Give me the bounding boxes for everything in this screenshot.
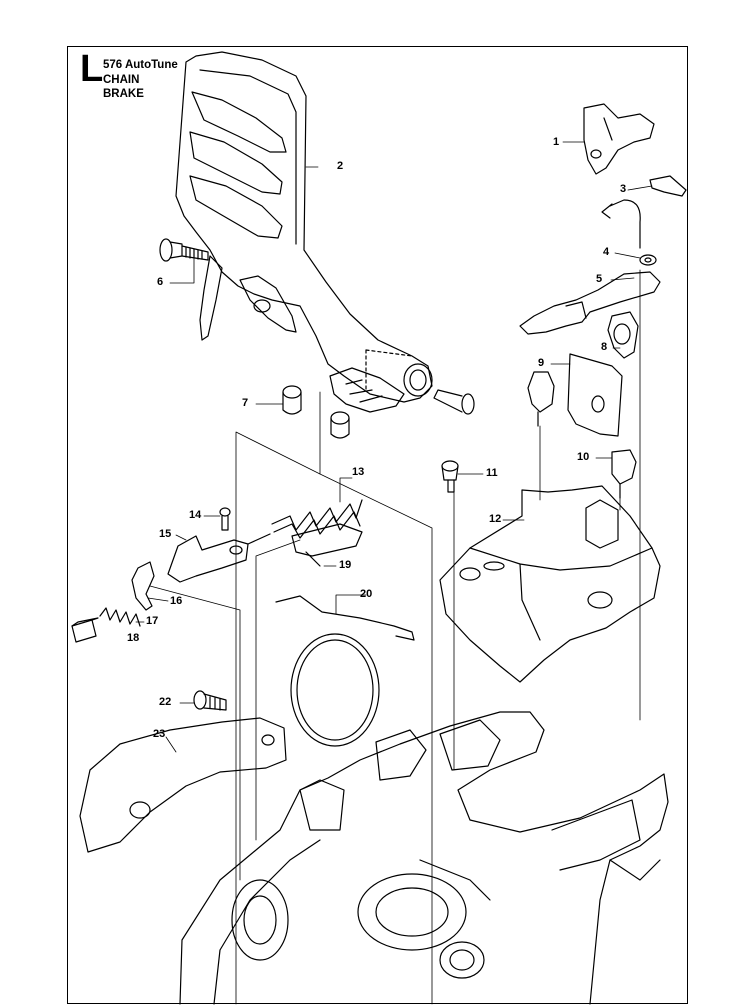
callout-5: 5 bbox=[596, 273, 603, 285]
part-11-screw bbox=[441, 460, 459, 493]
callout-17: 17 bbox=[146, 615, 159, 627]
part-1-lever bbox=[583, 103, 655, 175]
callout-14: 14 bbox=[189, 509, 202, 521]
part-4-washer bbox=[639, 254, 657, 266]
part-19-plate bbox=[291, 523, 363, 567]
leader-lines bbox=[135, 141, 653, 1005]
callout-23: 23 bbox=[153, 728, 166, 740]
part-5-brake-lever bbox=[519, 271, 661, 335]
title-line-brake: BRAKE bbox=[103, 88, 144, 100]
part-12-housing bbox=[439, 485, 661, 683]
callout-12: 12 bbox=[489, 513, 502, 525]
callout-18: 18 bbox=[127, 632, 140, 644]
callout-11: 11 bbox=[486, 467, 498, 479]
crankcase-body bbox=[179, 711, 669, 1005]
diagram-title: 576 AutoTune CHAIN BRAKE bbox=[103, 58, 178, 102]
callout-2: 2 bbox=[337, 160, 344, 172]
part-7-bushings bbox=[282, 385, 350, 439]
callout-6: 6 bbox=[157, 276, 164, 288]
part-2-hand-guard bbox=[175, 51, 433, 413]
part-14-screw bbox=[219, 507, 231, 531]
title-line-model: 576 AutoTune bbox=[103, 59, 178, 71]
callout-1: 1 bbox=[553, 136, 560, 148]
callout-19: 19 bbox=[339, 559, 352, 571]
callout-9: 9 bbox=[538, 357, 545, 369]
callout-13: 13 bbox=[352, 466, 365, 478]
part-13-spring bbox=[271, 499, 363, 539]
callout-7: 7 bbox=[242, 397, 249, 409]
hand-guard-screw bbox=[433, 389, 475, 415]
callout-20: 20 bbox=[360, 588, 373, 600]
callout-22: 22 bbox=[159, 696, 172, 708]
callout-16: 16 bbox=[170, 595, 183, 607]
section-letter: L bbox=[80, 48, 104, 90]
title-line-chain: CHAIN bbox=[103, 73, 140, 86]
part-15-link bbox=[167, 533, 271, 583]
part-17-spring bbox=[99, 607, 141, 627]
part-20-brake-band bbox=[275, 595, 415, 747]
callout-15: 15 bbox=[159, 528, 172, 540]
part-22-screw bbox=[193, 690, 227, 711]
part-10-bracket bbox=[611, 449, 637, 499]
part-9-plate bbox=[527, 353, 623, 437]
callout-10: 10 bbox=[577, 451, 590, 463]
diagram-frame bbox=[67, 46, 688, 1004]
part-16-arm bbox=[131, 561, 155, 611]
part-6-screw bbox=[159, 238, 209, 262]
callout-4: 4 bbox=[603, 246, 610, 258]
callout-8: 8 bbox=[601, 341, 608, 353]
part-18-block bbox=[71, 617, 99, 643]
callout-3: 3 bbox=[620, 183, 627, 195]
part-23-side-cover bbox=[79, 717, 287, 853]
part-8-cam bbox=[607, 311, 639, 359]
part-3-wire bbox=[601, 175, 687, 249]
